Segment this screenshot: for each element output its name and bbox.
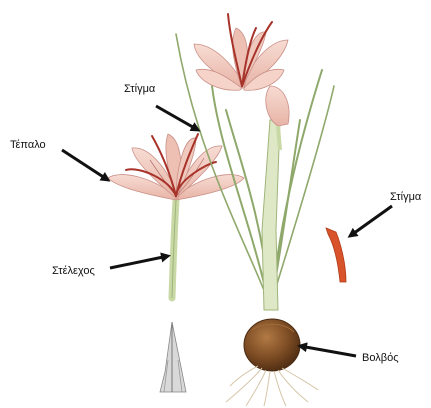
bulb-roots	[226, 366, 318, 406]
label-stigma-flower: Στίγμα	[124, 83, 156, 95]
bulb-shape	[244, 319, 300, 371]
arrow-stigma-detail	[350, 206, 392, 236]
plant-stem	[262, 120, 280, 310]
arrow-stigma-flower	[156, 106, 198, 130]
label-tepalo: Τέπαλο	[10, 139, 46, 151]
flower-base-sheath	[160, 322, 186, 392]
detached-stigma	[326, 228, 346, 282]
annotation-arrows	[62, 106, 392, 356]
label-volvos: Βολβός	[362, 352, 399, 364]
arrow-tepalo	[62, 150, 108, 180]
label-stelexos: Στέλεχος	[52, 265, 95, 277]
top-flower	[194, 14, 288, 90]
arrow-stelexos	[110, 256, 168, 268]
arrow-volvos	[300, 346, 356, 356]
label-stigma-detail: Στίγμα	[390, 191, 422, 203]
